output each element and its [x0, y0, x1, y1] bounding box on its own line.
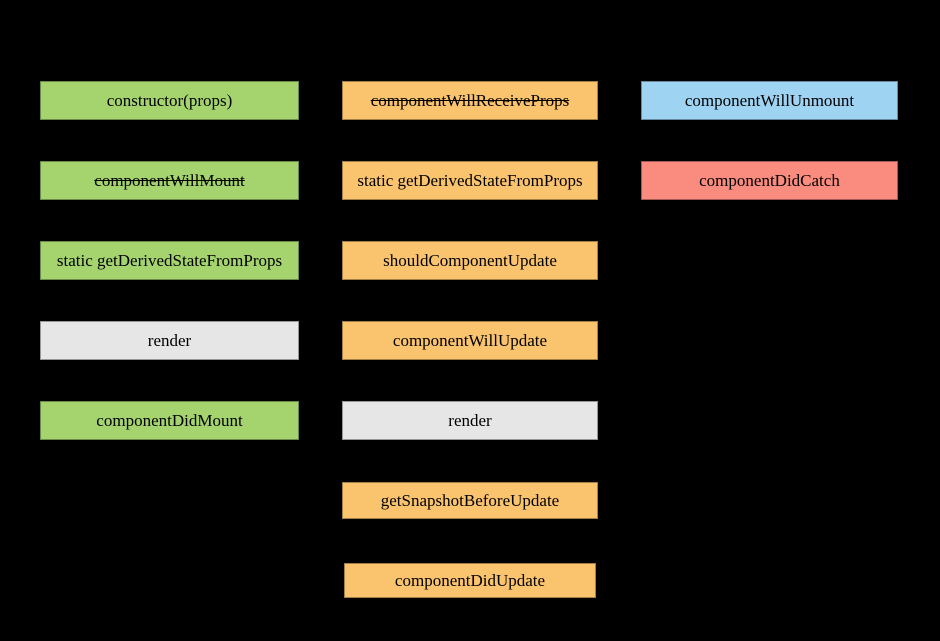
box-render-update: render	[342, 401, 598, 440]
box-label: render	[147, 331, 192, 350]
box-label: componentWillUnmount	[684, 91, 855, 110]
box-get-snapshot-before-update: getSnapshotBeforeUpdate	[342, 482, 598, 519]
box-static-get-derived-state-from-props-mount: static getDerivedStateFromProps	[40, 241, 299, 280]
box-label: shouldComponentUpdate	[383, 251, 557, 270]
box-label: componentWillUpdate	[392, 331, 548, 350]
box-static-get-derived-state-from-props-update: static getDerivedStateFromProps	[342, 161, 598, 200]
box-component-will-update: componentWillUpdate	[342, 321, 598, 360]
box-component-will-mount: componentWillMount	[40, 161, 299, 200]
box-label: componentDidMount	[96, 411, 243, 430]
box-component-will-receive-props: componentWillReceiveProps	[342, 81, 598, 120]
box-component-will-unmount: componentWillUnmount	[641, 81, 898, 120]
box-label: constructor(props)	[106, 91, 233, 110]
box-should-component-update: shouldComponentUpdate	[342, 241, 598, 280]
box-constructor: constructor(props)	[40, 81, 299, 120]
box-component-did-mount: componentDidMount	[40, 401, 299, 440]
box-label: getSnapshotBeforeUpdate	[380, 491, 560, 510]
box-label: render	[448, 411, 492, 430]
box-label: componentWillMount	[94, 171, 245, 190]
box-label: componentDidUpdate	[394, 571, 546, 590]
box-label: static getDerivedStateFromProps	[357, 171, 583, 190]
box-label: static getDerivedStateFromProps	[56, 251, 283, 270]
box-label: componentWillReceiveProps	[370, 91, 570, 110]
box-render-mount: render	[40, 321, 299, 360]
box-label: componentDidCatch	[699, 171, 840, 190]
box-component-did-update: componentDidUpdate	[344, 563, 596, 598]
box-component-did-catch: componentDidCatch	[641, 161, 898, 200]
